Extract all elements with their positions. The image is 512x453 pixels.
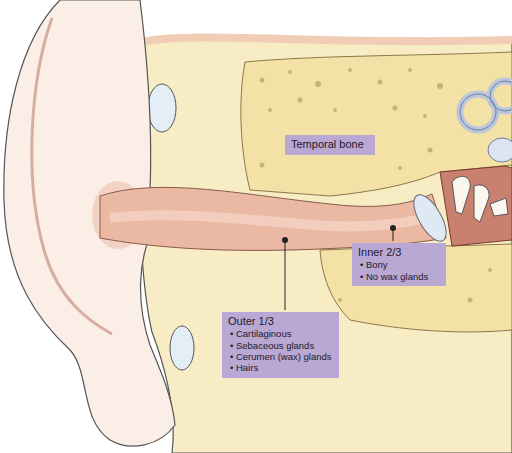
temporal-bone <box>320 244 512 332</box>
leader-line <box>393 228 394 241</box>
bullet-item: • Cartilaginous <box>228 328 333 339</box>
skin-layer <box>140 37 512 42</box>
bone-texture <box>260 68 493 303</box>
semicircular-canal <box>490 81 512 111</box>
ossicle <box>474 185 489 222</box>
region-heading: Temporal bone <box>291 138 369 151</box>
cartilage <box>170 326 194 370</box>
bone-label: Temporal bone <box>285 135 375 155</box>
bullet-item: • Sebaceous glands <box>228 340 333 351</box>
ear-canal <box>100 187 446 250</box>
bullet-item: • Bony <box>358 259 440 270</box>
semicircular-canal <box>490 81 512 111</box>
bullet-item: • No wax glands <box>358 271 440 282</box>
region-heading: Inner 2/3 <box>358 246 440 259</box>
canal-shading <box>110 215 436 226</box>
eardrum <box>407 190 452 246</box>
ossicle <box>452 176 470 214</box>
region-label: Inner 2/3• Bony• No wax glands <box>352 243 446 286</box>
cartilage <box>148 84 176 132</box>
bullet-item: • Cerumen (wax) glands <box>228 351 333 362</box>
region-label: Outer 1/3• Cartilaginous• Sebaceous glan… <box>222 312 339 378</box>
antihelix <box>32 18 112 334</box>
bullet-item: • Hairs <box>228 362 333 373</box>
middle-ear <box>440 166 512 246</box>
ossicle <box>490 198 508 216</box>
region-heading: Outer 1/3 <box>228 315 333 328</box>
cochlea <box>488 138 512 162</box>
leader-line <box>285 240 286 310</box>
